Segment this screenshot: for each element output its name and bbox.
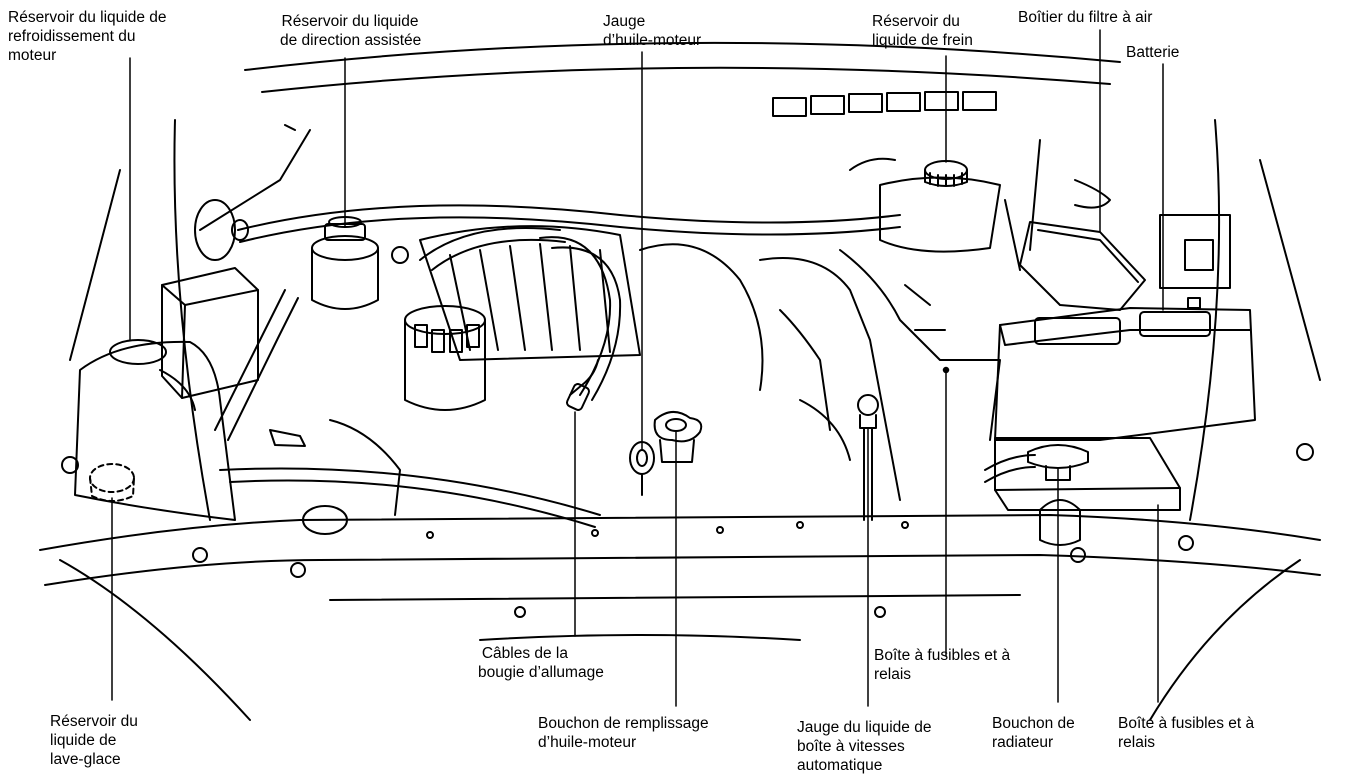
label-oil-dipstick: Jauge d’huile-moteur [603,13,702,49]
label-oil-filler-cap: Bouchon de remplissage d’huile-moteur [538,715,709,751]
label-coolant-reservoir: Réservoir du liquide de refroidissement … [8,9,167,64]
label-spark-plug-wires: Câbles de la bougie d’allumage [478,645,604,681]
power-steering-reservoir [311,216,379,310]
label-air-filter-housing: Boîtier du filtre à air [1018,9,1153,26]
relay-box-left [161,267,259,399]
coolant-reservoir [74,339,236,521]
fuse-box-right [994,437,1181,511]
label-fuse-box-right: Boîte à fusibles et à relais [1118,715,1255,751]
washer-reservoir-cap [89,463,135,502]
label-radiator-cap: Bouchon de radiateur [992,715,1075,751]
engine-details [194,124,1111,546]
hood-outline [59,41,1321,721]
distributor [404,305,486,411]
label-battery: Batterie [1126,44,1180,61]
oil-filler-cap [653,411,703,463]
label-fuse-box-center: Boîte à fusibles et à relais [874,647,1011,683]
label-atf-dipstick: Jauge du liquide de boîte à vitesses aut… [797,719,932,774]
air-filter-housing [1019,214,1231,311]
label-washer-reservoir: Réservoir du liquide de lave-glace [50,713,138,768]
leader-lines [111,29,1164,707]
cowl-vents [772,91,997,117]
hoses [214,204,1036,528]
label-brake-fluid-reservoir: Réservoir du liquide de frein [872,13,973,49]
brake-fluid-reservoir [849,157,1001,253]
label-power-steering-reservoir: Réservoir du liquide de direction assist… [280,13,422,49]
spark-plug-wire-boot [565,359,599,411]
front-cross-member [39,443,1321,641]
